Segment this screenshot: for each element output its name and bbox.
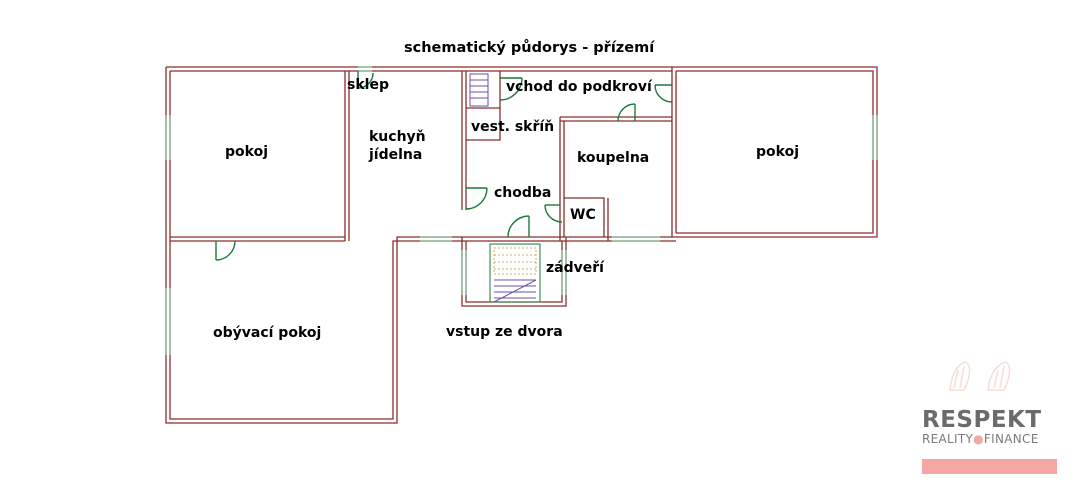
brand-name: RESPEKT (922, 407, 1042, 433)
doors (215, 71, 673, 261)
room-label-chodba: chodba (494, 185, 552, 201)
windows (165, 66, 878, 355)
room-label-sklep: sklep (347, 77, 389, 93)
brand-sub-right: FINANCE (983, 432, 1039, 446)
brand-logo: RESPEKT REALITY●FINANCE (922, 408, 1058, 446)
brand-dot-icon: ● (973, 432, 984, 446)
room-label-kuchyn: kuchyň (369, 129, 426, 145)
brand-subtitle: REALITY●FINANCE (922, 432, 1058, 446)
room-label-vchod-do-podkrovi: vchod do podkroví (506, 79, 652, 95)
room-label-jidelna: jídelna (369, 147, 423, 163)
room-label-obyvaci-pokoj: obývací pokoj (213, 325, 322, 341)
room-label-wc: WC (570, 207, 596, 223)
stairs (469, 73, 541, 303)
brand-mark (949, 361, 1011, 391)
room-label-koupelna: koupelna (577, 150, 650, 166)
room-label-pokoj-left: pokoj (225, 144, 268, 160)
room-label-vest-skrin: vest. skříň (471, 119, 555, 135)
room-label-zadveri: zádveří (546, 260, 604, 276)
plan-title: schematický půdorys - přízemí (404, 40, 655, 56)
room-label-pokoj-right: pokoj (756, 144, 799, 160)
brand-sub-left: REALITY (922, 432, 974, 446)
room-label-vstup-ze-dvora: vstup ze dvora (446, 324, 563, 340)
brand-bar (922, 459, 1057, 474)
